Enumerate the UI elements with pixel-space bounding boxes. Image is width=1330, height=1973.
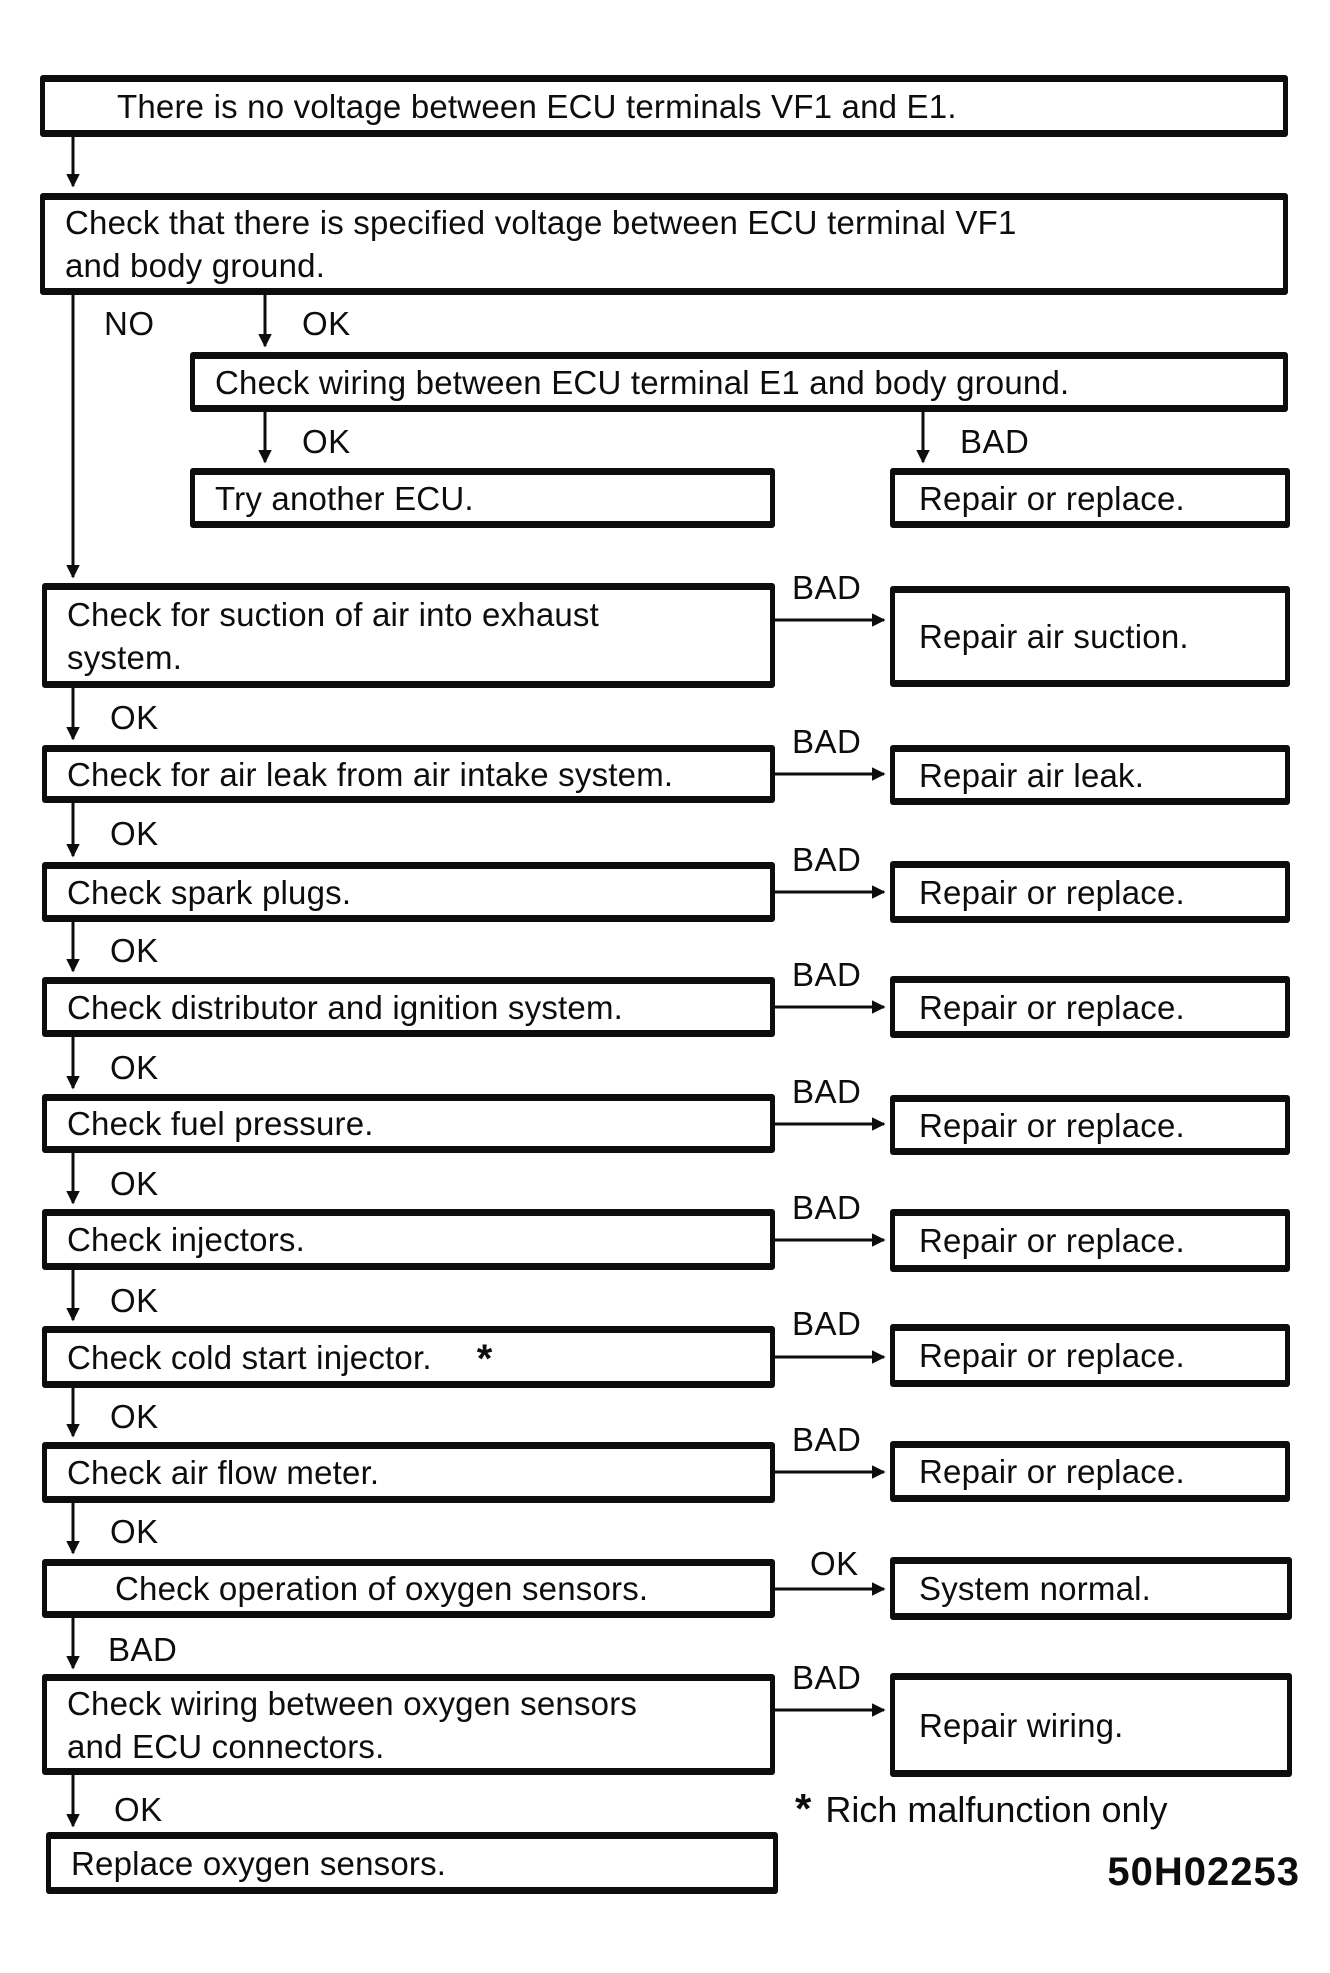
footnote-asterisk-mark: *	[795, 1785, 812, 1832]
branch-label-bad: BAD	[792, 569, 862, 606]
branch-label-bad: BAD	[792, 841, 862, 878]
flow-box-repair-wiring: Repair wiring.	[890, 1673, 1292, 1777]
flow-box-repair-or-replace-e1: Repair or replace.	[890, 468, 1290, 528]
branch-label-ok: OK	[110, 1513, 159, 1550]
flow-box-check-air-leak: Check for air leak from air intake syste…	[42, 745, 775, 803]
branch-label-ok: OK	[302, 305, 351, 342]
flow-box-text: Try another ECU.	[215, 479, 474, 517]
flow-box-text: and body ground.	[65, 247, 326, 284]
flow-box-text: Repair or replace.	[919, 1337, 1185, 1374]
flow-box-check-vf1-voltage: Check that there is specified voltage be…	[40, 193, 1288, 295]
flow-box-text: Check for air leak from air intake syste…	[67, 755, 674, 793]
footnote-text: Rich malfunction only	[825, 1789, 1168, 1830]
flow-box-text: Check wiring between ECU terminal E1 and…	[215, 363, 1070, 401]
branch-label-bad: BAD	[792, 723, 862, 760]
flow-box-check-e1-wiring: Check wiring between ECU terminal E1 and…	[190, 352, 1288, 412]
flow-box-repair-injectors: Repair or replace.	[890, 1209, 1290, 1272]
flow-box-replace-oxygen-sensors: Replace oxygen sensors.	[46, 1832, 778, 1894]
flow-box-text: Check wiring between oxygen sensors	[67, 1684, 638, 1722]
flow-box-text: Repair wiring.	[919, 1706, 1124, 1744]
flow-box-text: Check air flow meter.	[67, 1454, 380, 1491]
flow-box-check-distributor: Check distributor and ignition system.	[42, 977, 775, 1037]
branch-label-bad: BAD	[792, 1305, 862, 1342]
branch-label-ok: OK	[110, 932, 159, 969]
flow-box-text: Check that there is specified voltage be…	[65, 204, 1017, 241]
flow-box-text: Repair or replace.	[919, 1222, 1185, 1259]
flow-box-text: Repair or replace.	[919, 1453, 1185, 1490]
flow-box-text: Repair air suction.	[919, 618, 1189, 655]
flow-box-text: Check operation of oxygen sensors.	[115, 1570, 649, 1607]
flow-box-check-spark-plugs: Check spark plugs.	[42, 862, 775, 922]
flow-box-text: There is no voltage between ECU terminal…	[117, 87, 957, 125]
cold-start-asterisk-mark: *	[476, 1336, 493, 1381]
flow-box-repair-spark-plugs: Repair or replace.	[890, 861, 1290, 923]
flow-box-check-cold-start-injector: Check cold start injector. *	[42, 1326, 775, 1388]
flow-box-check-injectors: Check injectors.	[42, 1209, 775, 1270]
flow-box-text: Check distributor and ignition system.	[67, 988, 624, 1026]
flow-box-system-normal: System normal.	[890, 1557, 1292, 1620]
branch-label-ok: OK	[110, 1049, 159, 1086]
branch-label-bad: BAD	[792, 1073, 862, 1110]
flow-box-text: Replace oxygen sensors.	[71, 1844, 447, 1882]
flow-box-text: Repair or replace.	[919, 873, 1185, 911]
flow-box-check-oxygen-wiring: Check wiring between oxygen sensors and …	[42, 1674, 775, 1775]
branch-label-ok: OK	[110, 1165, 159, 1202]
footnote: * Rich malfunction only	[795, 1785, 1168, 1832]
branch-label-ok: OK	[110, 815, 159, 852]
flow-box-check-oxygen-sensors: Check operation of oxygen sensors.	[42, 1559, 775, 1618]
flow-box-text: and ECU connectors.	[67, 1727, 385, 1765]
flow-box-text: Repair or replace.	[919, 479, 1185, 517]
branch-label-ok: OK	[810, 1545, 859, 1582]
flow-box-text: Repair or replace.	[919, 1106, 1185, 1144]
flow-box-text: Check for suction of air into exhaust	[67, 595, 599, 633]
flow-box-text: Check cold start injector.	[67, 1338, 432, 1376]
flow-box-text: Check spark plugs.	[67, 873, 352, 911]
branch-label-ok: OK	[110, 1282, 159, 1319]
flow-box-repair-air-flow-meter: Repair or replace.	[890, 1441, 1290, 1502]
flow-box-repair-distributor: Repair or replace.	[890, 976, 1290, 1038]
flow-box-text: Check fuel pressure.	[67, 1105, 374, 1142]
branch-label-ok: OK	[110, 1398, 159, 1435]
flow-box-text: Check injectors.	[67, 1221, 305, 1258]
branch-label-bad: BAD	[792, 1659, 862, 1696]
branch-label-ok: OK	[110, 699, 159, 736]
branch-label-bad: BAD	[792, 1421, 862, 1458]
flow-box-text: System normal.	[919, 1570, 1152, 1607]
flow-box-repair-cold-start-injector: Repair or replace.	[890, 1324, 1290, 1387]
branch-label-bad: BAD	[792, 956, 862, 993]
flow-box-repair-air-suction: Repair air suction.	[890, 586, 1290, 687]
flow-box-text: Repair or replace.	[919, 988, 1185, 1026]
flow-box-check-air-flow-meter: Check air flow meter.	[42, 1442, 775, 1503]
branch-label-bad: BAD	[960, 423, 1030, 460]
flow-box-start: There is no voltage between ECU terminal…	[40, 75, 1288, 137]
flow-box-try-another-ecu: Try another ECU.	[190, 468, 775, 528]
branch-label-no: NO	[104, 305, 155, 342]
branch-label-bad: BAD	[108, 1631, 178, 1668]
branch-label-ok: OK	[302, 423, 351, 460]
flow-box-check-fuel-pressure: Check fuel pressure.	[42, 1094, 775, 1153]
flow-box-text: system.	[67, 638, 183, 676]
figure-code: 50H02253	[1107, 1850, 1300, 1894]
branch-label-bad: BAD	[792, 1189, 862, 1226]
flow-box-check-air-suction: Check for suction of air into exhaust sy…	[42, 583, 775, 688]
branch-label-ok: OK	[114, 1791, 163, 1828]
flow-box-text: Repair air leak.	[919, 756, 1145, 794]
flow-box-repair-fuel-pressure: Repair or replace.	[890, 1095, 1290, 1155]
flow-box-repair-air-leak: Repair air leak.	[890, 745, 1290, 805]
